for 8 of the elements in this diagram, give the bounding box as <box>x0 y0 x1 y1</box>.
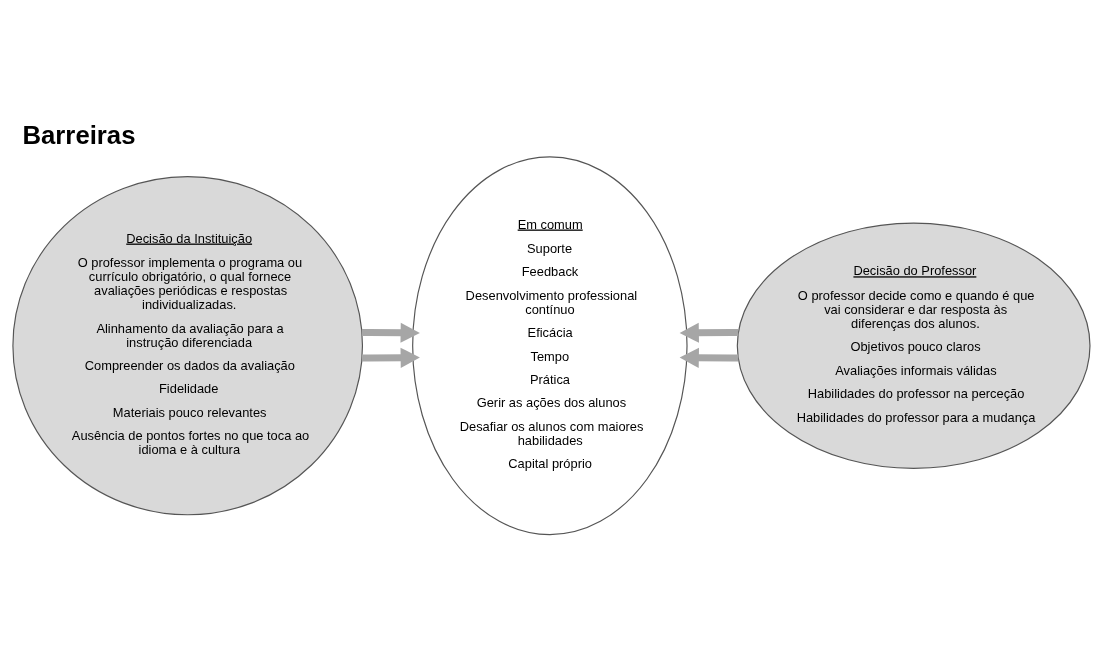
arrow <box>361 322 420 343</box>
node-ellipse: Em comum Suporte Feedback Desenvolvimento professional contínuo Eficácia Tempo Prática Gerir as ações dos alunos Desafiar os alunos com maiores habilidades Capital próprio <box>412 156 688 536</box>
arrow <box>679 322 739 343</box>
arrow <box>679 347 739 368</box>
node-circle: Decisão da Instituição O professor implementa o programa ou currículo obrigatório, o qual fornece avaliações periódicas e respostas individualizadas. Alinhamento da avaliação para a instrução diferenciada Compreender os dados da avaliação Fidelidade Materiais pouco relevantes Ausência de pontos fortes no que toca ao idioma e à cultura <box>12 176 364 516</box>
diagram-title: Barreiras <box>22 120 136 149</box>
arrow <box>361 347 420 368</box>
node-ellipse: Decisão do Professor O professor decide como e quando é que vai considerar e dar resposta às diferenças dos alunos. Objetivos pouco claros Avaliações informais válidas Habilidades do professor na perceção Habilidades do professor para a mudança <box>736 222 1091 469</box>
